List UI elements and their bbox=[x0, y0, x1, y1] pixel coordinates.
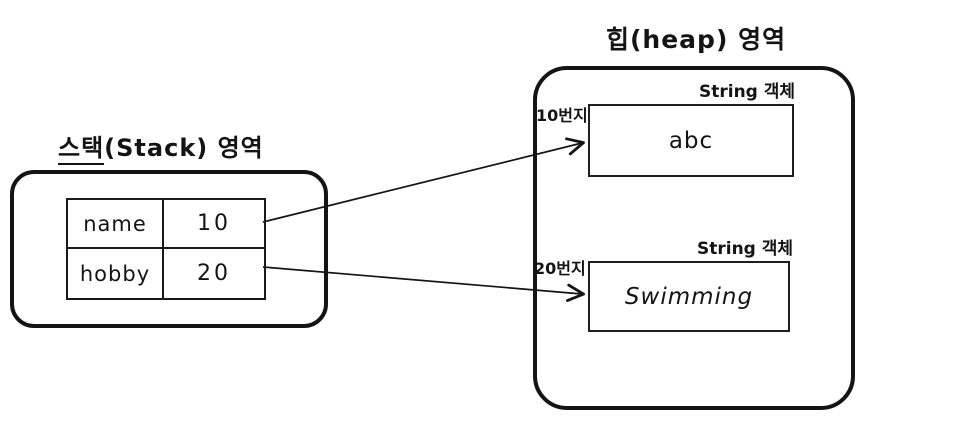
variable-name-cell: name bbox=[68, 200, 164, 249]
heap-region-title: 힙(heap) 영역 bbox=[606, 25, 787, 54]
variable-name-cell: hobby bbox=[68, 249, 164, 298]
stack-region-title: 스택(Stack) 영역 bbox=[58, 128, 264, 165]
string-object-label: String 객체 bbox=[697, 239, 794, 259]
string-value: abc bbox=[668, 127, 714, 154]
stack-title-underlined-part: 스택 bbox=[58, 134, 105, 165]
variable-table: name 10 hobby 20 bbox=[66, 198, 266, 300]
variable-value-cell: 20 bbox=[197, 261, 231, 286]
address-label: 10번지 bbox=[536, 106, 588, 125]
address-label: 20번지 bbox=[534, 259, 586, 278]
stack-title-rest: (Stack) 영역 bbox=[104, 134, 264, 162]
variable-value-cell: 10 bbox=[164, 200, 264, 249]
string-object-box: Swimming bbox=[588, 261, 790, 332]
string-value: Swimming bbox=[624, 283, 754, 310]
string-object-label: String 객체 bbox=[699, 82, 796, 102]
string-object-box: abc bbox=[588, 104, 794, 177]
